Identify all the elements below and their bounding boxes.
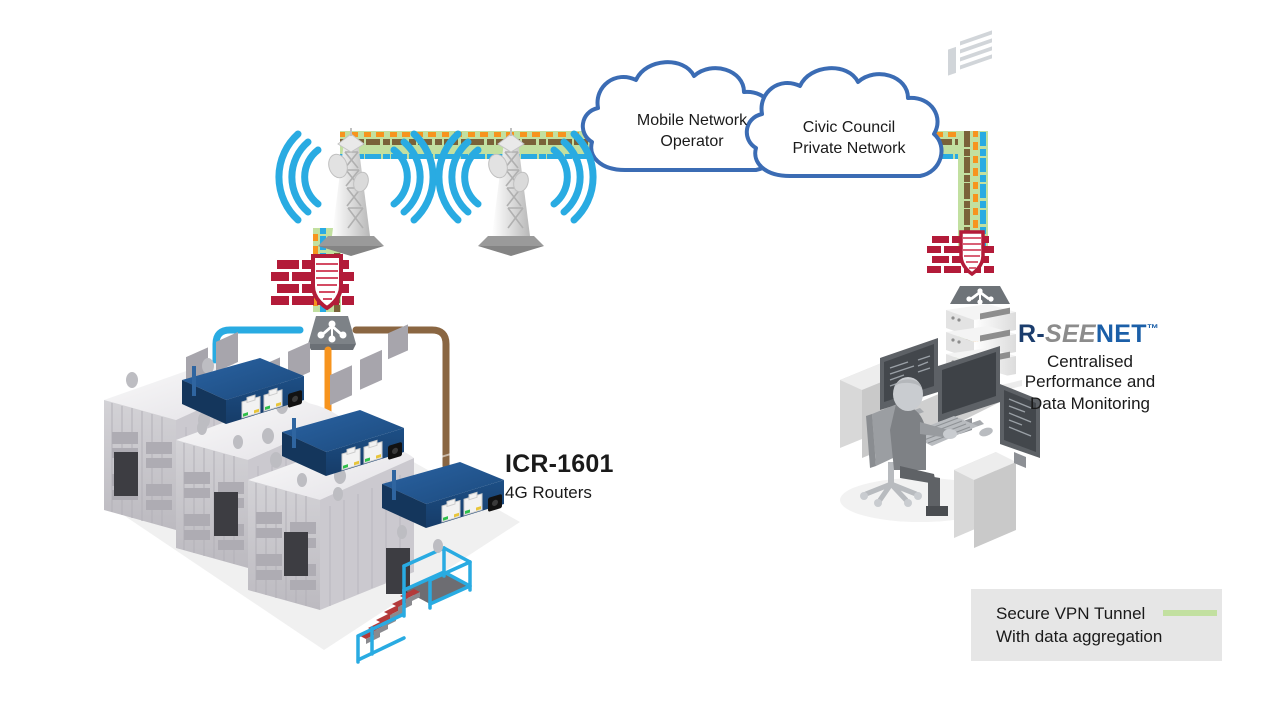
- tagline-line-3: Data Monitoring: [1029, 394, 1150, 413]
- cloud1-line2: Operator: [660, 133, 724, 150]
- firewall-shield-right: [927, 230, 994, 277]
- cloud2-line1: Civic Council: [802, 119, 896, 136]
- cloud-civic-council-private-network: [745, 66, 944, 178]
- legend-line-1: Secure VPN Tunnel: [996, 604, 1146, 623]
- cell-tower-2: [435, 128, 597, 256]
- logo-part-net: NET: [1095, 320, 1147, 348]
- stairs: [356, 546, 472, 664]
- router-3: [382, 442, 504, 553]
- cloud-label-civic-council-private-network: Civic Council Private Network: [768, 117, 930, 159]
- rseenet-logo: R-SEENET™: [1018, 320, 1159, 349]
- tagline-line-2: Performance and: [1024, 372, 1156, 391]
- legend-line-2: With data aggregation: [996, 627, 1163, 646]
- network-switch: [308, 316, 356, 350]
- cloud1-line1: Mobile Network: [636, 112, 748, 129]
- router-1: [182, 338, 304, 449]
- router-type-label: 4G Routers: [505, 483, 592, 502]
- logo-part-see: SEE: [1044, 320, 1096, 348]
- logo-part-r: R-: [1018, 320, 1045, 348]
- tagline-line-1: Centralised: [1047, 352, 1133, 371]
- noc-operator-workstation: [840, 30, 1040, 548]
- cable-brown: [352, 326, 450, 470]
- legend-panel: [971, 589, 1222, 661]
- legend-color-swatch: [1163, 610, 1217, 616]
- router-model-label: ICR-1601: [505, 450, 614, 478]
- firewall-shield-left: [271, 254, 354, 311]
- cloud-label-mobile-network-operator: Mobile Network Operator: [613, 110, 771, 152]
- cloud2-line2: Private Network: [792, 140, 906, 157]
- cell-tower-1: [275, 128, 437, 256]
- router-2: [282, 390, 404, 501]
- trademark-symbol: ™: [1146, 321, 1160, 336]
